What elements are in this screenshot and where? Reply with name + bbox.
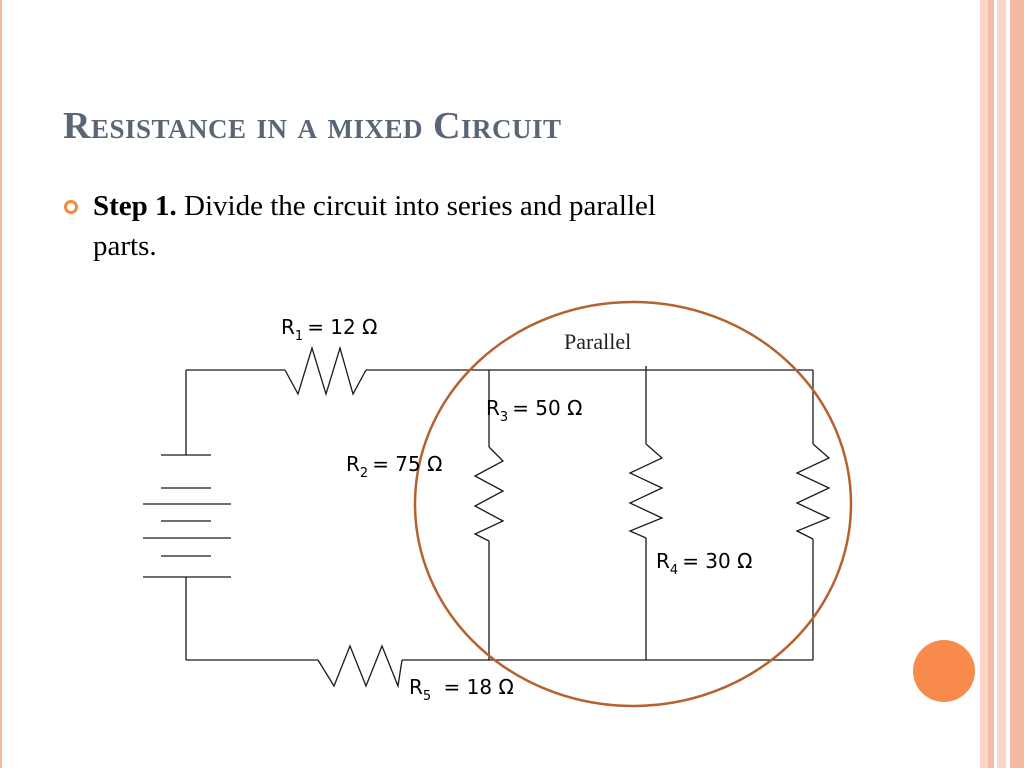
right-decor-band-1 xyxy=(980,0,988,768)
accent-dot xyxy=(913,640,975,702)
resistor-r2 xyxy=(473,446,505,542)
parallel-label: Parallel xyxy=(564,329,631,354)
label-r3: R3= 50 Ω xyxy=(486,396,582,425)
wires xyxy=(143,345,831,689)
parallel-circle xyxy=(413,300,853,708)
label-r1: R1= 12 Ω xyxy=(281,315,377,344)
step-description-cont: parts. xyxy=(93,230,157,262)
right-decor-band-4 xyxy=(1010,0,1024,768)
step-label: Step 1. xyxy=(93,190,177,222)
label-r2: R2= 75 Ω xyxy=(346,452,442,481)
left-edge-stripe xyxy=(0,0,2,768)
resistor-r4 xyxy=(795,443,831,540)
resistor-r3 xyxy=(628,443,664,539)
right-decor-band-3 xyxy=(997,0,1006,768)
step-text: Step 1. Divide the circuit into series a… xyxy=(93,186,913,266)
resistor-r5 xyxy=(317,644,403,689)
right-decor-band-2 xyxy=(988,0,994,768)
label-r5: R5 = 18 Ω xyxy=(409,675,514,704)
slide-title: Resistance in a mixed Circuit xyxy=(63,105,562,147)
step-description: Divide the circuit into series and paral… xyxy=(184,190,656,222)
resistor-r1 xyxy=(284,345,367,397)
label-r4: R4= 30 Ω xyxy=(656,549,752,578)
bullet-ring-icon xyxy=(64,200,78,214)
